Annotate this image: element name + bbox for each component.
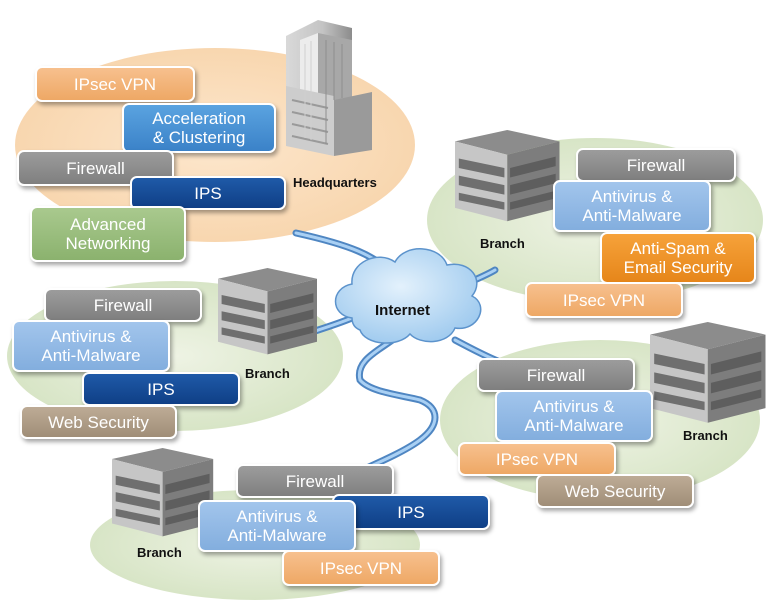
headquarters-building-icon [286,20,372,156]
branch-ml-firewall-chip: Firewall [44,288,202,322]
internet-cloud [334,248,482,344]
internet-label: Internet [375,302,431,319]
branch-tr-antispam-chip: Anti-Spam & Email Security [600,232,756,284]
branch-tr-ipsec-vpn-chip: IPsec VPN [525,282,683,318]
hq-ipsec-vpn-chip: IPsec VPN [35,66,195,102]
branch-b-firewall-chip: Firewall [236,464,394,498]
branch-mr-antivirus-chip: Antivirus & Anti-Malware [495,390,653,442]
branch-middle-right-label: Branch [683,428,728,443]
branch-top-right-label: Branch [480,236,525,251]
branch-top-right-building-icon [455,130,560,222]
branch-ml-antivirus-chip: Antivirus & Anti-Malware [12,320,170,372]
branch-ml-web-security-chip: Web Security [20,405,177,439]
hq-acceleration-clustering-chip: Acceleration & Clustering [122,103,276,153]
branch-middle-right-building-icon [650,322,766,423]
branch-b-ipsec-vpn-chip: IPsec VPN [282,550,440,586]
branch-mr-firewall-chip: Firewall [477,358,635,392]
branch-b-ips-chip: IPS [332,494,490,530]
hq-ips-chip: IPS [130,176,286,210]
branch-mr-web-security-chip: Web Security [536,474,694,508]
branch-b-antivirus-chip: Antivirus & Anti-Malware [198,500,356,552]
headquarters-label: Headquarters [293,175,377,190]
branch-middle-left-building-icon [218,268,317,355]
branch-ml-ips-chip: IPS [82,372,240,406]
branch-mr-ipsec-vpn-chip: IPsec VPN [458,442,616,476]
hq-advanced-networking-chip: Advanced Networking [30,206,186,262]
branch-bottom-label: Branch [137,545,182,560]
branch-tr-antivirus-chip: Antivirus & Anti-Malware [553,180,711,232]
branch-middle-left-label: Branch [245,366,290,381]
branch-tr-firewall-chip: Firewall [576,148,736,182]
